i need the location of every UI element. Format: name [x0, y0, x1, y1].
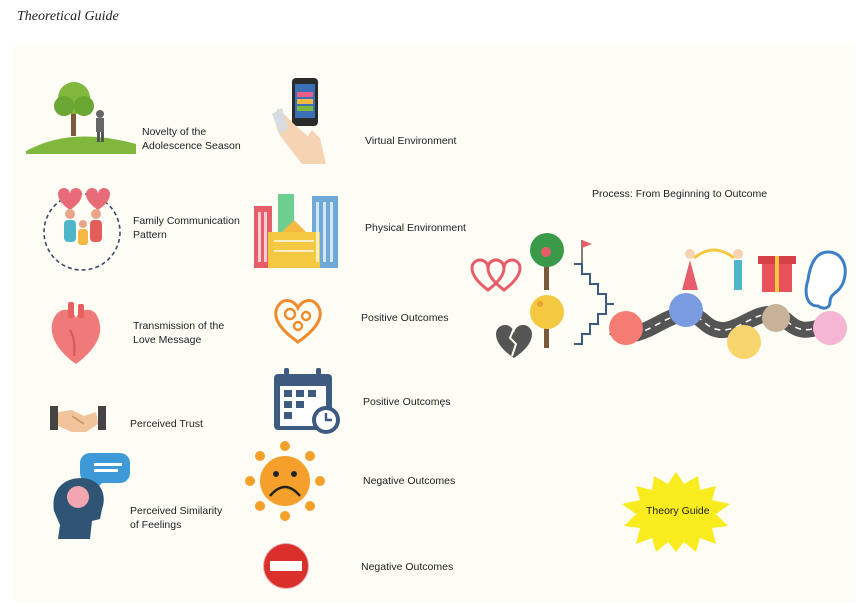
diagram-canvas: Novelty of the Adolescence Season Family… [14, 44, 856, 602]
tree-person-icon [26, 76, 136, 154]
item-label-positive-1: Positive Outcomes [361, 312, 449, 324]
ornate-heart-icon [272, 298, 324, 344]
item-label-virtual: Virtual Environment [365, 135, 457, 147]
calendar-clock-icon [272, 366, 342, 436]
head-speech-icon [50, 451, 132, 543]
family-hearts-icon [42, 182, 124, 272]
item-label-trust: Perceived Trust [130, 418, 203, 430]
item-label-family: Family Communication Pattern [133, 215, 240, 241]
item-label-similarity: Perceived Similarity of Feelings [130, 505, 223, 531]
buildings-icon [252, 192, 344, 270]
handshake-icon [50, 402, 106, 436]
item-label-adolescence: Novelty of the Adolescence Season [142, 126, 241, 152]
item-label-negative-1: Negative Outcomes [363, 475, 456, 487]
item-label-physical: Physical Environment [365, 222, 466, 234]
theory-guide-badge: Theory Guide [620, 472, 732, 552]
item-label-love: Transmission of the Love Message [133, 320, 225, 346]
process-title: Process: From Beginning to Outcome [592, 188, 768, 200]
process-illustration [468, 224, 848, 359]
heart-organ-icon [48, 300, 104, 366]
smartphone-icon [268, 78, 338, 168]
no-entry-icon [262, 542, 310, 590]
theory-guide-label: Theory Guide [646, 505, 710, 517]
page-title: Theoretical Guide [17, 9, 119, 24]
item-label-negative-2: Negative Outcomes [361, 561, 454, 573]
sad-sun-icon [244, 440, 326, 522]
item-label-positive-2: Positive Outcomęs [363, 396, 451, 408]
